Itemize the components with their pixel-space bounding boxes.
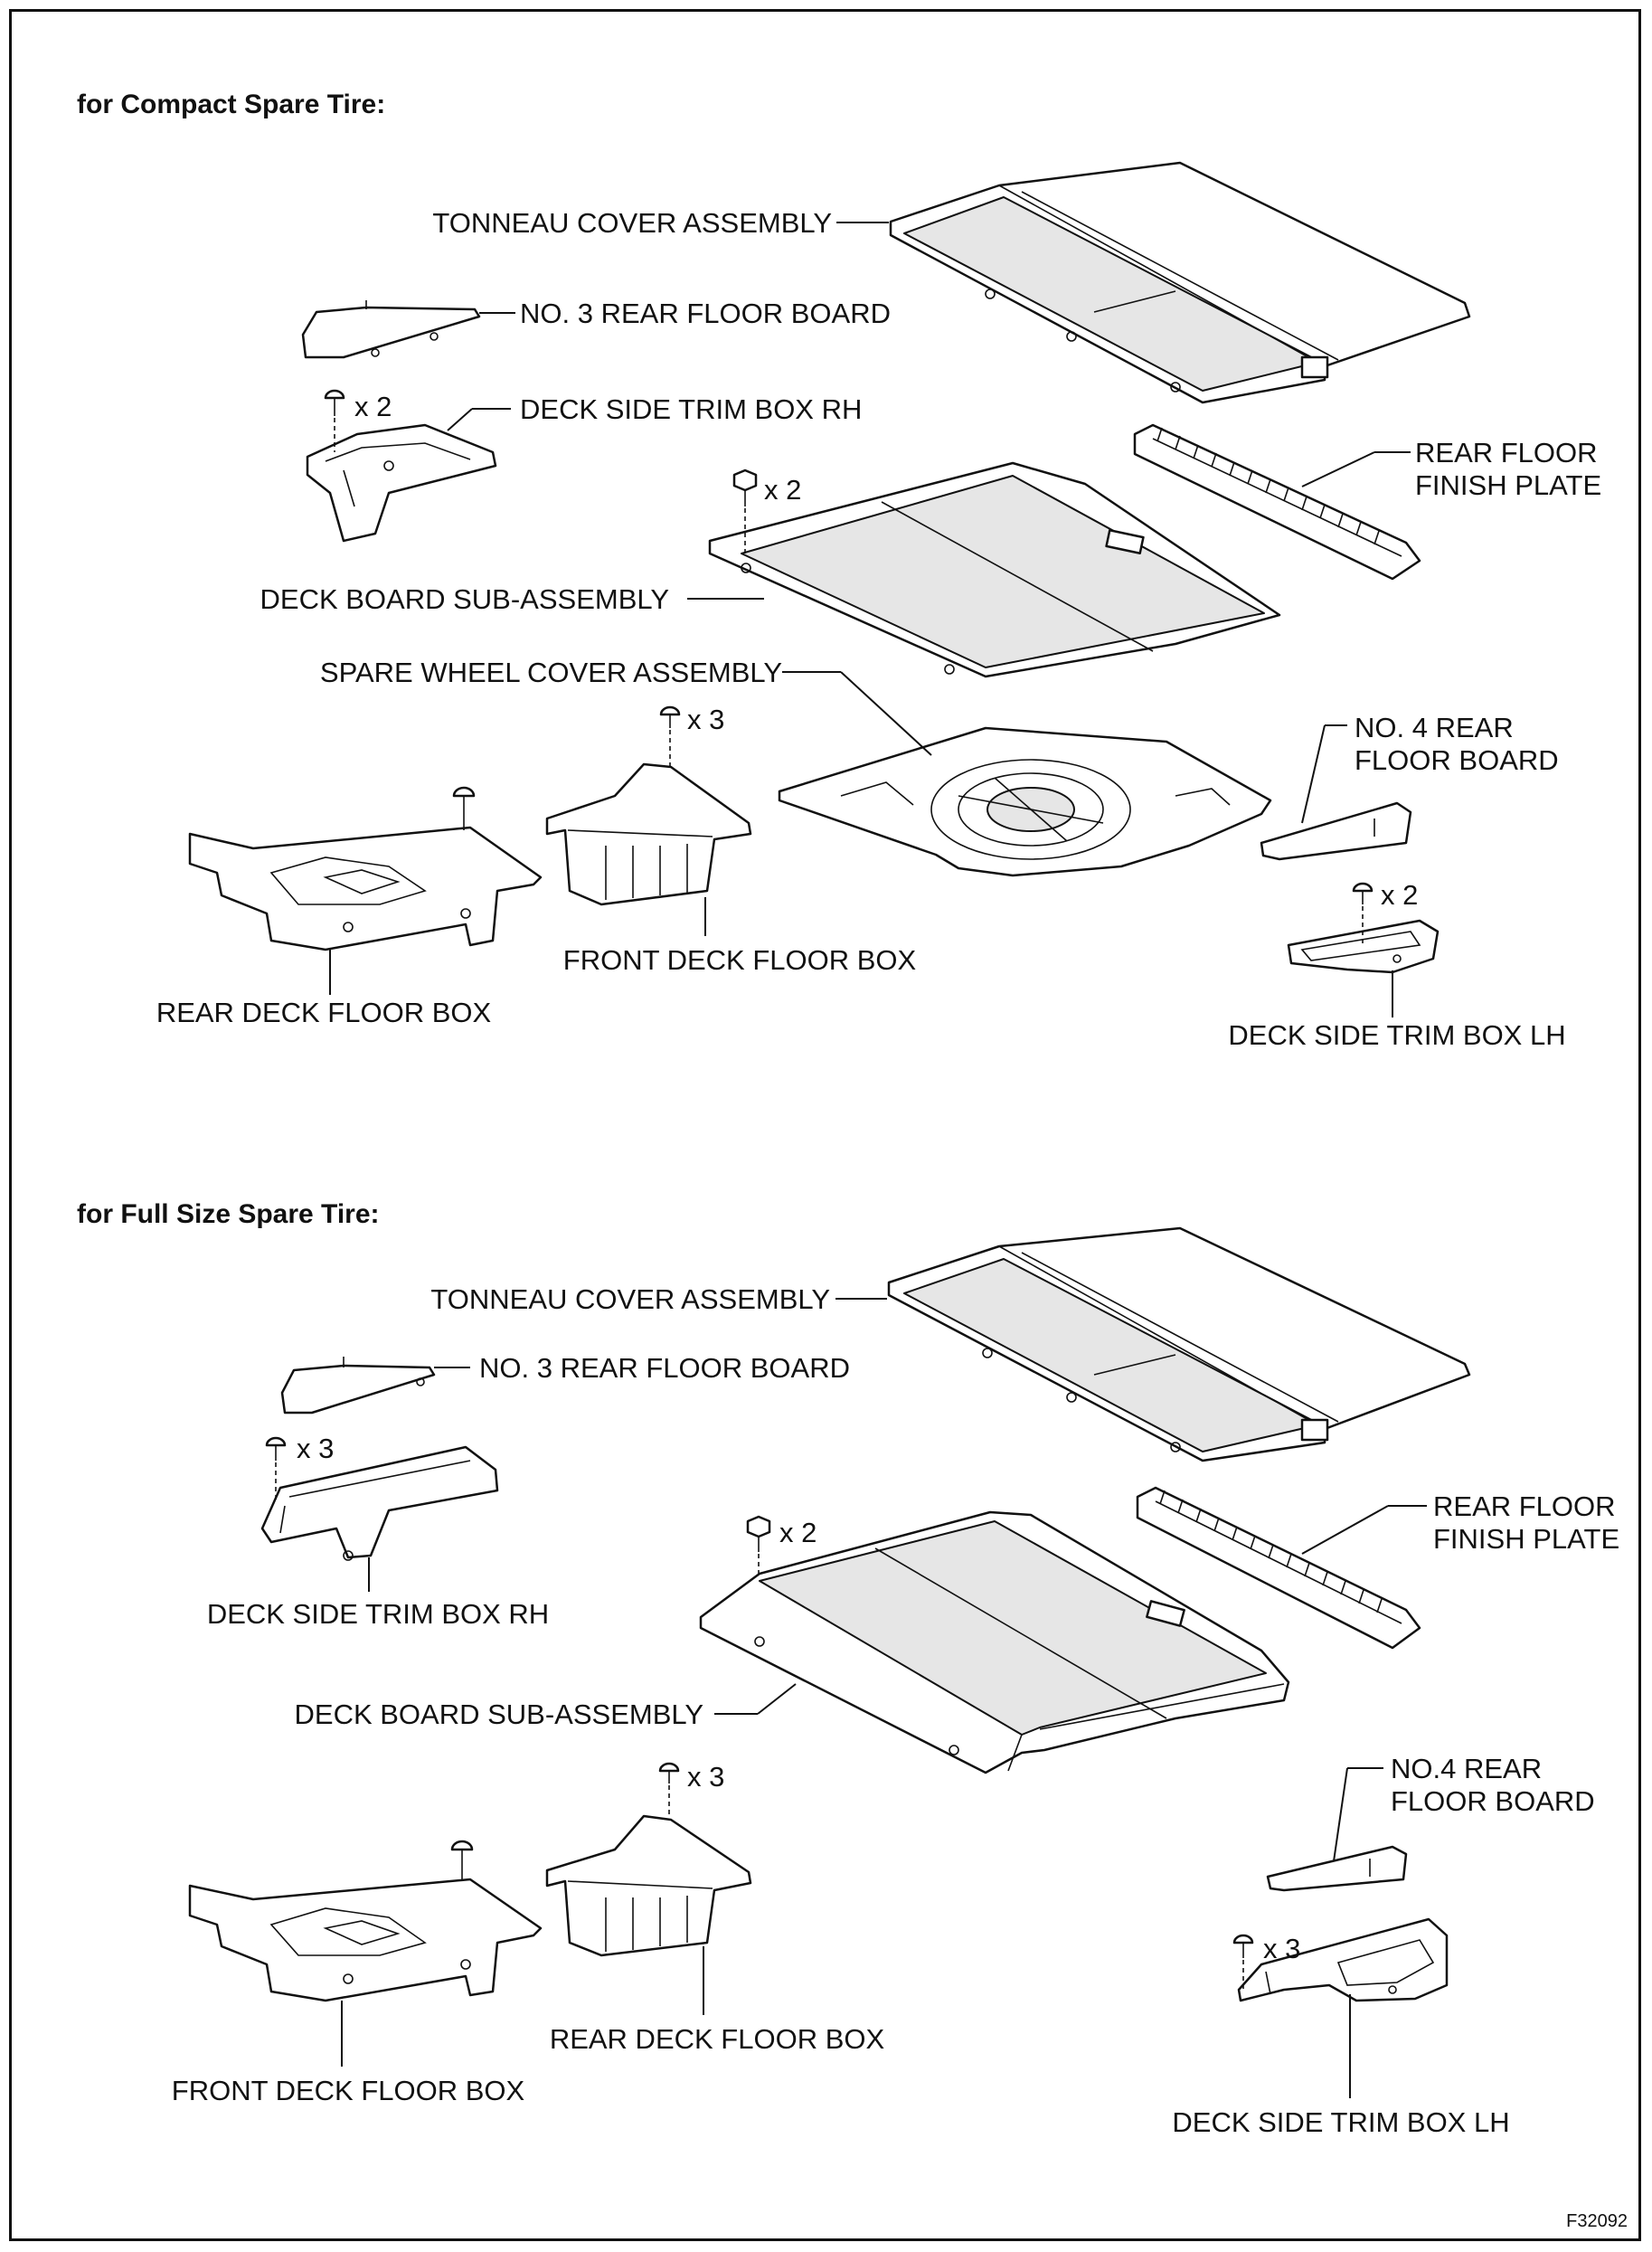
label-deck-side-trim-lh-full: DECK SIDE TRIM BOX LH — [1172, 2106, 1509, 2138]
rear-deck-floor-box-compact — [188, 826, 543, 951]
rear-floor-finish-plate-compact — [1133, 423, 1421, 581]
label-rear-floor-finish-plate-l1-compact: REAR FLOOR — [1415, 437, 1598, 468]
rear-floor-finish-plate-full — [1136, 1486, 1421, 1650]
label-no4-rear-floor-board-l1-compact: NO. 4 REAR — [1355, 712, 1514, 743]
front-deck-floor-box-full — [188, 1878, 543, 2002]
label-deck-board-full: DECK BOARD SUB-ASSEMBLY — [295, 1698, 703, 1730]
deck-board-sub-assembly-full — [699, 1510, 1290, 1774]
deck-side-trim-box-rh-compact — [306, 423, 497, 543]
qty-lh-clip-compact: x 2 — [1381, 879, 1418, 911]
label-no4-rear-floor-board-l2-full: FLOOR BOARD — [1391, 1785, 1595, 1817]
front-deck-floor-box-compact — [545, 762, 752, 906]
label-deck-side-trim-rh-compact: DECK SIDE TRIM BOX RH — [520, 393, 862, 425]
label-spare-wheel-cover-compact: SPARE WHEEL COVER ASSEMBLY — [320, 657, 782, 688]
deck-board-sub-assembly-compact — [708, 461, 1281, 678]
deck-side-trim-box-rh-full — [260, 1445, 499, 1561]
section-title-full: for Full Size Spare Tire: — [77, 1199, 380, 1229]
clip-icon-front-box-full — [450, 1840, 474, 1881]
qty-front-box-clip-compact: x 3 — [687, 704, 724, 735]
clip-icon-rh-full — [265, 1436, 287, 1501]
spare-wheel-cover-assembly-compact — [778, 726, 1272, 877]
clip-icon-rear-box-compact — [452, 786, 476, 830]
qty-deck-board-bolt-full: x 2 — [779, 1517, 817, 1548]
qty-box-clip-full: x 3 — [687, 1761, 724, 1793]
label-rear-deck-floor-box-compact: REAR DECK FLOOR BOX — [156, 997, 492, 1028]
qty-rh-clip-compact: x 2 — [354, 391, 392, 422]
label-front-deck-floor-box-full: FRONT DECK FLOOR BOX — [172, 2075, 525, 2106]
clip-icon-box-full — [658, 1762, 680, 1818]
label-rear-floor-finish-plate-l2-full: FINISH PLATE — [1433, 1523, 1619, 1555]
qty-rh-clip-full: x 3 — [297, 1433, 334, 1464]
label-deck-side-trim-lh-compact: DECK SIDE TRIM BOX LH — [1228, 1019, 1565, 1051]
label-tonneau-cover-full: TONNEAU COVER ASSEMBLY — [430, 1283, 830, 1315]
no4-rear-floor-board-compact — [1260, 801, 1412, 861]
no3-rear-floor-board-compact — [301, 300, 481, 359]
no4-rear-floor-board-full — [1266, 1845, 1408, 1892]
deck-side-trim-box-lh-compact — [1287, 919, 1440, 974]
qty-deck-board-bolt-compact: x 2 — [764, 474, 801, 506]
label-no4-rear-floor-board-l2-compact: FLOOR BOARD — [1355, 744, 1559, 776]
no3-rear-floor-board-full — [280, 1357, 436, 1415]
bolt-icon-deck-board-compact — [732, 468, 758, 556]
section-title-compact: for Compact Spare Tire: — [77, 90, 385, 119]
qty-lh-clip-full: x 3 — [1263, 1933, 1300, 1964]
rear-deck-floor-box-full — [545, 1814, 752, 1957]
label-no4-rear-floor-board-l1-full: NO.4 REAR — [1391, 1753, 1542, 1784]
label-rear-floor-finish-plate-l2-compact: FINISH PLATE — [1415, 469, 1601, 501]
label-deck-board-compact: DECK BOARD SUB-ASSEMBLY — [260, 583, 669, 615]
tonneau-cover-assembly-compact — [889, 161, 1471, 404]
diagram-frame — [9, 9, 1641, 2241]
label-front-deck-floor-box-compact: FRONT DECK FLOOR BOX — [563, 944, 917, 976]
bolt-icon-deck-board-full — [746, 1515, 771, 1574]
clip-icon-lh-compact — [1352, 882, 1374, 945]
label-rear-deck-floor-box-full: REAR DECK FLOOR BOX — [550, 2023, 885, 2055]
label-no3-rear-floor-board-compact: NO. 3 REAR FLOOR BOARD — [520, 298, 891, 329]
clip-icon-rh-compact — [324, 389, 345, 452]
tonneau-cover-assembly-full — [887, 1226, 1471, 1462]
label-tonneau-cover-compact: TONNEAU COVER ASSEMBLY — [432, 207, 832, 239]
label-deck-side-trim-rh-full: DECK SIDE TRIM BOX RH — [207, 1598, 549, 1630]
label-rear-floor-finish-plate-l1-full: REAR FLOOR — [1433, 1490, 1616, 1522]
label-no3-rear-floor-board-full: NO. 3 REAR FLOOR BOARD — [479, 1352, 850, 1384]
clip-icon-front-box-compact — [659, 705, 681, 767]
figure-id: F32092 — [1566, 2211, 1628, 2231]
clip-icon-lh-full — [1232, 1934, 1254, 1990]
deck-side-trim-box-lh-full — [1237, 1917, 1449, 2002]
